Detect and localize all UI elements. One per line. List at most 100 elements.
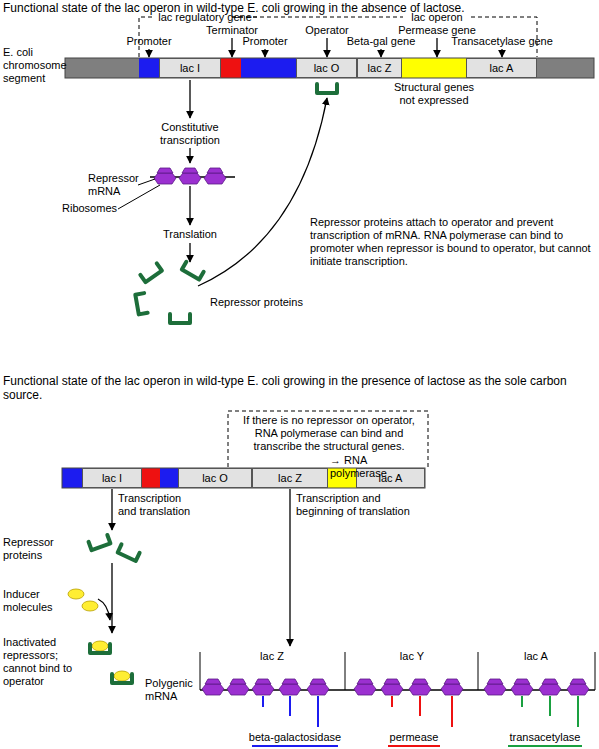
repressor-protein — [135, 293, 147, 314]
panel-heading: Functional state of the lac operon in wi… — [3, 374, 588, 402]
ribosome — [381, 679, 403, 695]
flow-arrow — [111, 563, 112, 633]
part-label: Inducer molecules — [3, 588, 63, 614]
pointer-arrow — [148, 49, 149, 57]
gene-box: lac O — [178, 468, 252, 488]
part-label: Ribosomes — [62, 202, 122, 215]
region-label: Transacetylase gene — [447, 35, 557, 48]
flow-arrow — [189, 148, 190, 163]
process-label: Transcription and translation — [118, 492, 198, 518]
segment-divider — [478, 652, 479, 690]
ribosome — [539, 679, 561, 695]
pointer-arrow — [326, 38, 327, 57]
polypeptide-chain — [521, 696, 523, 707]
explanation-note: Repressor proteins attach to operator an… — [310, 216, 597, 268]
ribosome — [441, 679, 463, 695]
inducer-molecule — [68, 589, 84, 599]
repressor-protein — [182, 262, 204, 280]
segment-divider — [595, 652, 596, 690]
gene-name: lac O — [202, 472, 228, 485]
promoter-region — [241, 58, 296, 78]
promoter-region — [62, 468, 82, 488]
terminator-region — [142, 468, 160, 488]
part-label: → RNA polymerase — [330, 454, 426, 480]
part-label: Repressor proteins — [210, 296, 320, 309]
gene-box: lac Z — [357, 58, 402, 78]
ribosome — [179, 168, 201, 184]
ribosome — [252, 679, 274, 695]
segment-label: lac Z — [252, 650, 292, 663]
segment-divider — [200, 652, 201, 690]
chromosome-outline — [65, 58, 594, 78]
ribosome — [154, 168, 176, 184]
segment-label: lac Y — [392, 650, 432, 663]
pointer-arrow — [501, 49, 502, 57]
inducer-molecule — [92, 641, 108, 651]
flow-arrow — [289, 489, 290, 646]
promoter-region — [160, 468, 178, 488]
ribosome — [511, 679, 533, 695]
inactivated-repressor — [90, 644, 110, 653]
region-label: Beta-gal gene — [341, 35, 421, 48]
leader-line — [138, 179, 155, 185]
gene-name: lac O — [314, 62, 340, 75]
gene-name: lac I — [180, 62, 200, 75]
part-label: Inactivated repressors; cannot bind to o… — [3, 636, 73, 688]
flow-arrow — [189, 186, 190, 225]
process-label: Transcription and beginning of translati… — [296, 492, 421, 518]
region-label: Promoter — [119, 35, 179, 48]
pointer-arrow — [231, 38, 232, 57]
product-label: transacetylase — [505, 731, 585, 744]
ribosome — [227, 679, 249, 695]
ribosome — [279, 679, 301, 695]
product-label: permease — [384, 731, 444, 744]
polypeptide-chain — [419, 696, 421, 716]
chromosome-segment — [65, 58, 139, 78]
ribosome — [567, 679, 589, 695]
inducer-molecule — [82, 601, 98, 611]
repressor-protein — [89, 535, 111, 550]
ribosome — [484, 679, 506, 695]
repressor-protein — [170, 314, 190, 323]
explanation-note: If there is no repressor on operator, RN… — [232, 414, 426, 453]
ribosome — [409, 679, 431, 695]
inactivated-repressor — [112, 674, 132, 683]
product-underline — [508, 745, 582, 747]
flow-arrow — [189, 80, 190, 118]
ribosome — [204, 168, 226, 184]
region-label: Promoter — [235, 35, 295, 48]
bracket-label: lac operon — [405, 11, 469, 24]
gene-name: lac Z — [278, 472, 302, 485]
ribosome — [307, 679, 329, 695]
product-label: beta-galactosidase — [245, 731, 345, 744]
polypeptide-chain — [577, 696, 579, 727]
polypeptide-chain — [317, 696, 319, 727]
panel-heading: Functional state of the lac operon in wi… — [3, 1, 597, 15]
gene-name: lac I — [102, 472, 122, 485]
product-underline — [252, 745, 338, 747]
repressor-protein — [118, 544, 140, 561]
inducer-molecule — [114, 671, 130, 681]
gene-box: lac A — [466, 58, 537, 78]
flow-arrow — [111, 489, 112, 530]
part-label: Repressor mRNA — [88, 172, 140, 198]
segment-divider — [345, 652, 346, 690]
bracket-label: lac regulatory gene — [155, 11, 255, 24]
polypeptide-chain — [451, 696, 453, 727]
polypeptide-chain — [549, 696, 551, 716]
polypeptide-chain — [262, 696, 264, 707]
pointer-arrow — [380, 49, 381, 57]
gene-name: lac A — [490, 62, 514, 75]
permease-gene-region — [402, 58, 466, 78]
process-label: Translation — [150, 228, 230, 241]
gene-box: lac O — [296, 58, 357, 78]
promoter-region — [139, 58, 159, 78]
flow-arrow — [98, 599, 110, 620]
repressor-protein — [140, 263, 162, 282]
gene-name: lac Z — [368, 62, 392, 75]
pointer-arrow — [264, 49, 265, 57]
ribosome — [202, 679, 224, 695]
segment-label: lac A — [516, 650, 556, 663]
